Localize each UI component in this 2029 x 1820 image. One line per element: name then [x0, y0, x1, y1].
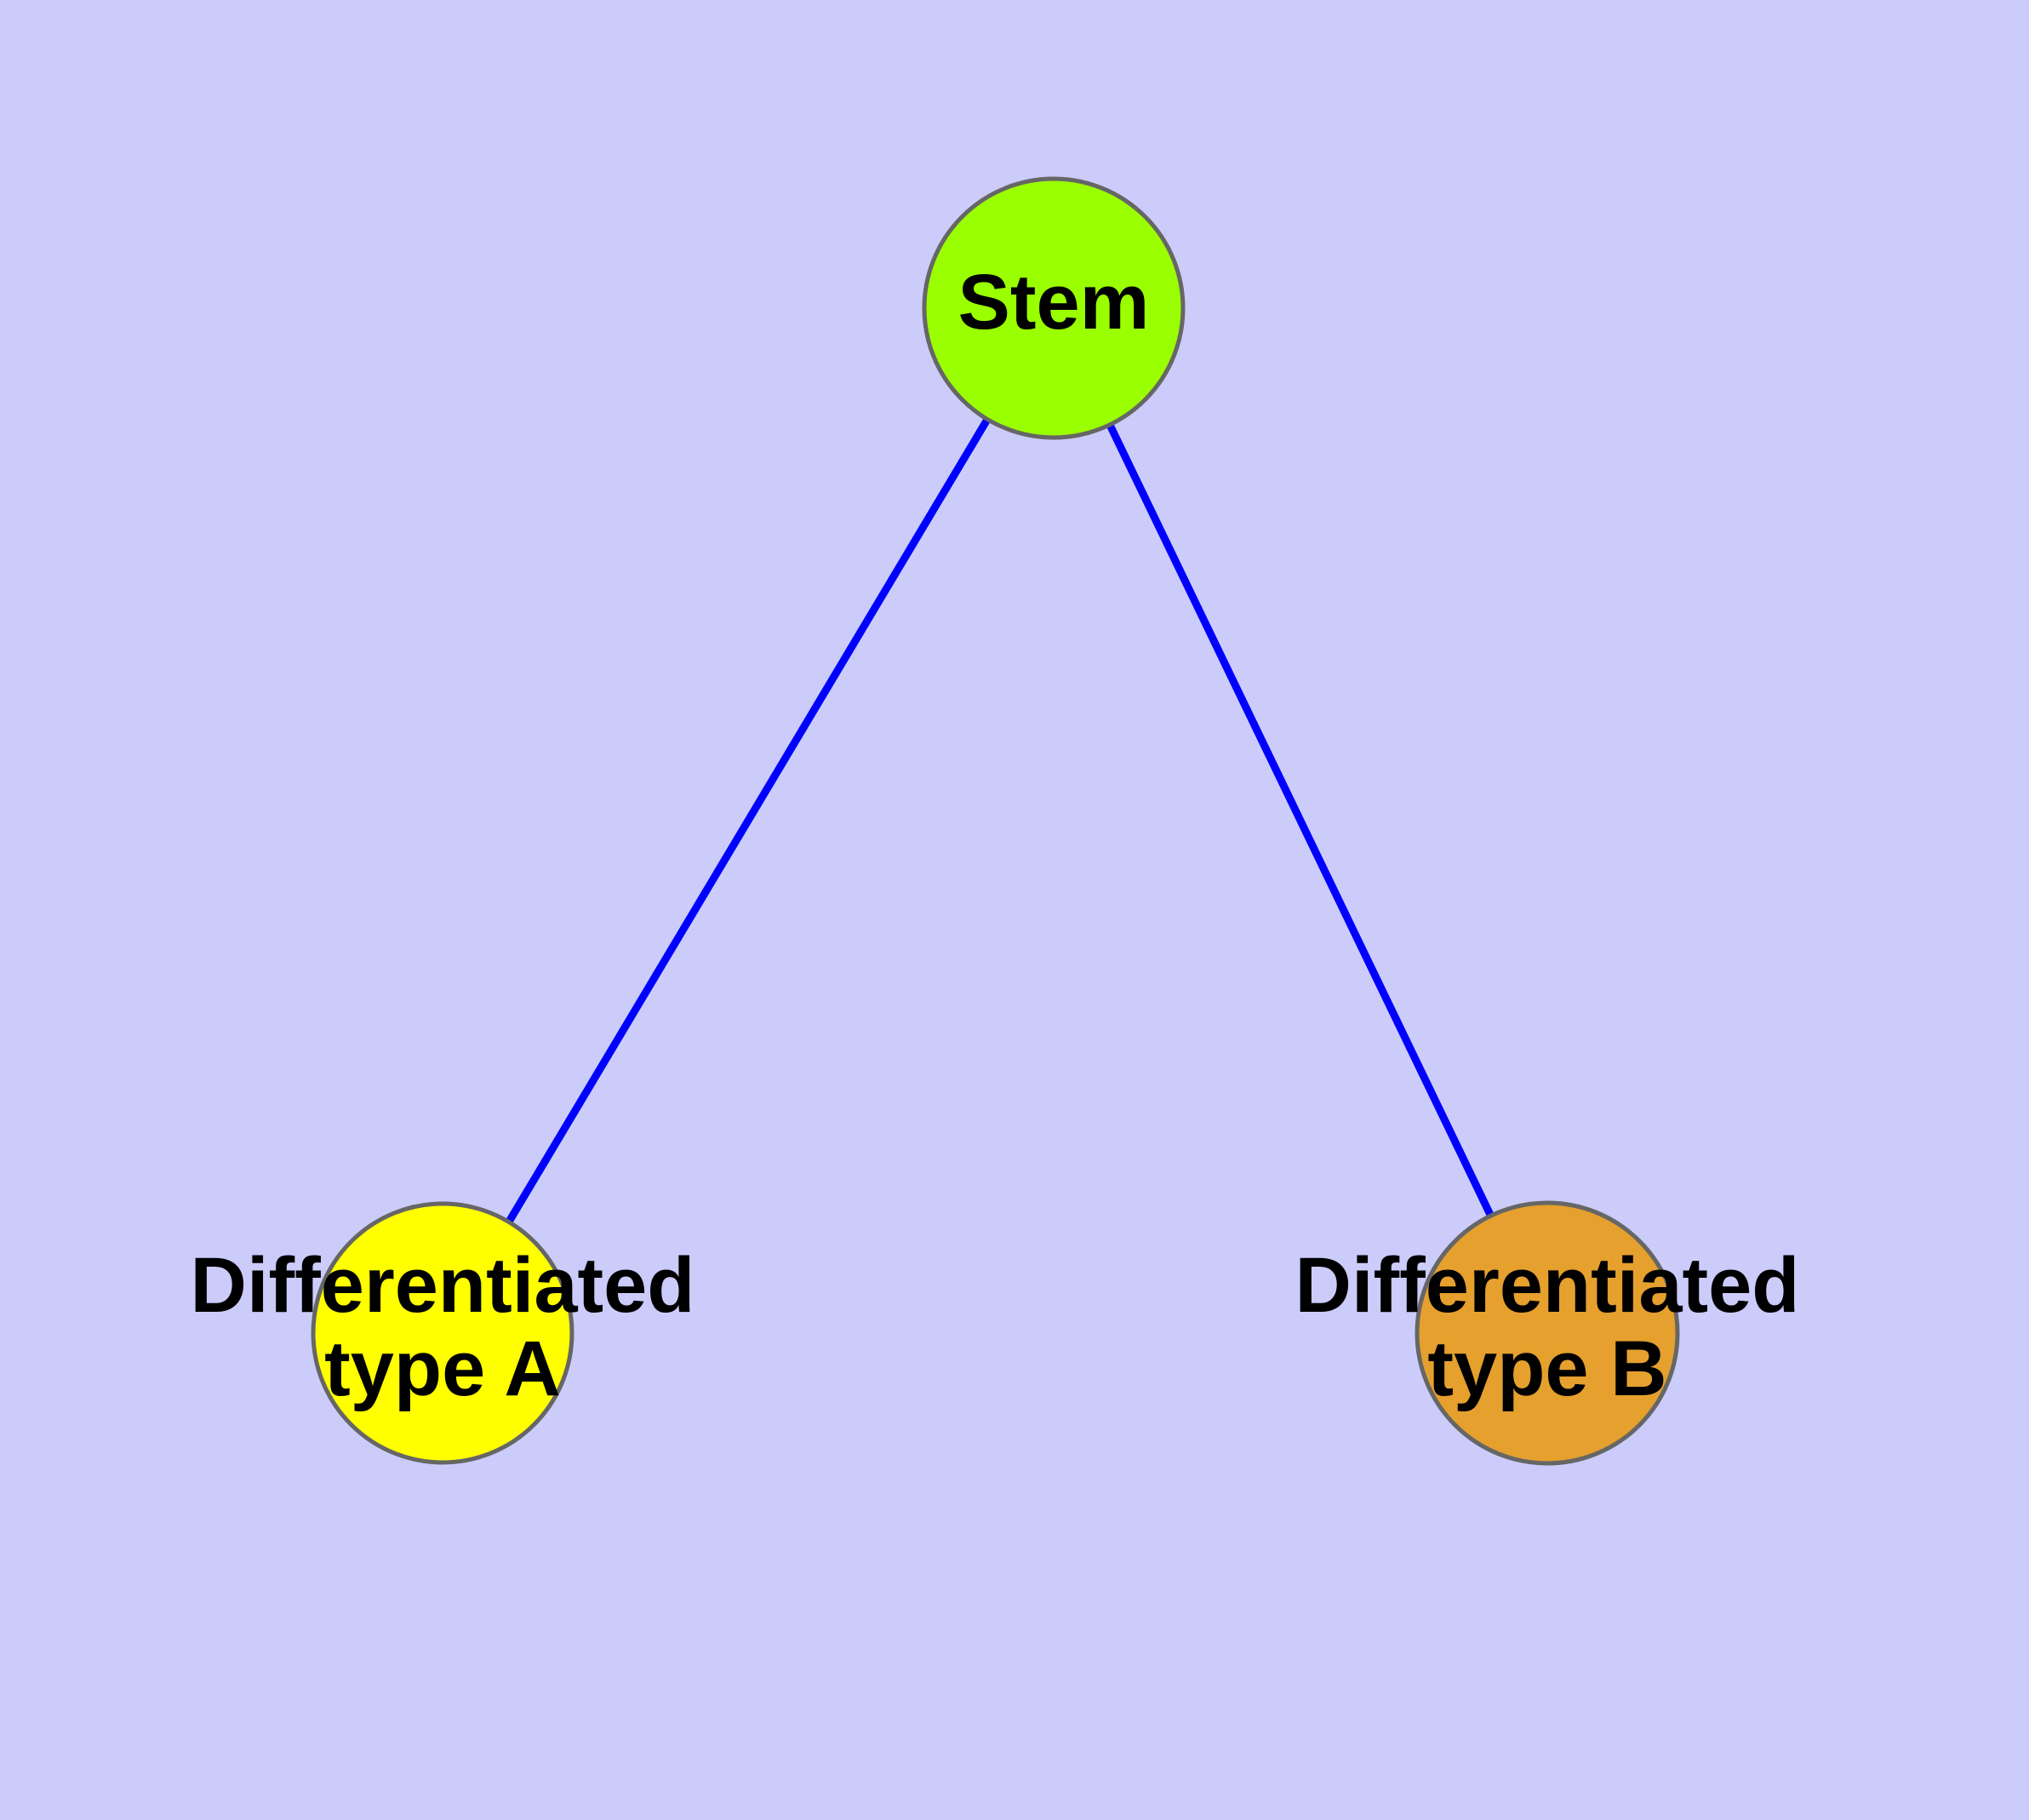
node-circle-diff_b[interactable]: [1415, 1200, 1680, 1466]
node-label-stem: Stem: [958, 259, 1150, 346]
node-stem[interactable]: [922, 176, 1186, 440]
node-label-line: Differentiated: [1295, 1243, 1800, 1330]
node-label-line: type B: [1427, 1325, 1666, 1412]
node-circle-diff_a[interactable]: [311, 1201, 574, 1465]
node-label-line: Stem: [958, 259, 1150, 346]
edges-group: [502, 413, 1497, 1228]
node-label-line: Differentiated: [191, 1243, 695, 1330]
node-diff_b[interactable]: [1415, 1200, 1680, 1466]
node-label-line: type A: [324, 1325, 561, 1412]
edge-stem-to-diff_b[interactable]: [1104, 418, 1497, 1222]
edge-stem-to-diff_a[interactable]: [502, 413, 994, 1228]
node-circle-stem[interactable]: [922, 176, 1186, 440]
node-diff_a[interactable]: [311, 1201, 574, 1465]
